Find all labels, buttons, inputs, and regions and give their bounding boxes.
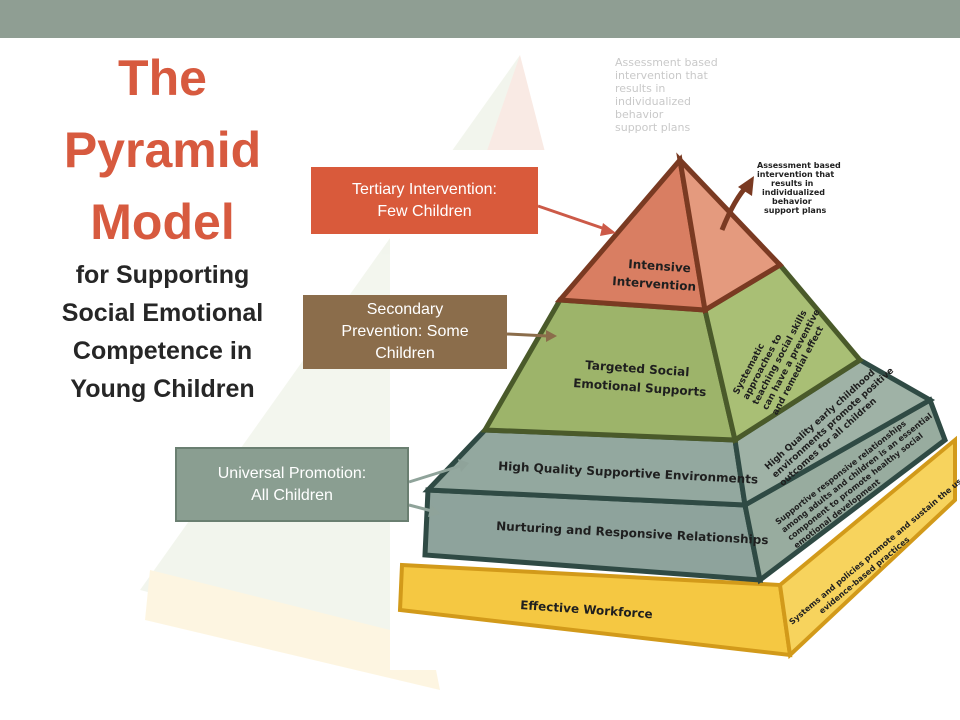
svg-text:behavior: behavior (615, 108, 664, 121)
svg-text:individualized: individualized (762, 188, 825, 197)
arrowhead-universal-lower (428, 505, 441, 517)
page-title: The Pyramid Model (20, 42, 305, 258)
title-line-1: The (118, 50, 207, 106)
arrowhead-universal-upper (458, 459, 469, 472)
subtitle-line-2: Social Emotional (61, 299, 264, 327)
secondary-prevention-label: Secondary Prevention: Some Children (303, 295, 507, 369)
svg-text:support plans: support plans (764, 206, 827, 215)
arrowhead-tertiary (600, 223, 616, 236)
arrow-universal-upper (408, 464, 461, 484)
arrow-tertiary (537, 204, 609, 232)
page-subtitle: for Supporting Social Emotional Competen… (20, 256, 305, 408)
title-line-3: Model (90, 194, 235, 250)
tertiary-label-line-1: Tertiary Intervention: (352, 180, 497, 198)
svg-text:intervention that: intervention that (615, 69, 708, 82)
apex-arrowhead (738, 176, 754, 196)
svg-text:Assessment based: Assessment based (615, 56, 718, 69)
arrow-universal-lower (408, 503, 433, 513)
tertiary-intervention-label: Tertiary Intervention: Few Children (311, 167, 538, 234)
tertiary-label-line-2: Few Children (377, 202, 472, 220)
subtitle-line-4: Young Children (70, 375, 255, 403)
arrowhead-secondary (546, 330, 557, 342)
svg-text:individualized: individualized (615, 95, 691, 108)
svg-text:results in: results in (615, 82, 665, 95)
top-banner (0, 0, 960, 38)
universal-label-line-1: Universal Promotion: (217, 464, 367, 482)
secondary-label-line-3: Children (375, 345, 435, 362)
subtitle-line-1: for Supporting (75, 261, 250, 289)
secondary-label-line-1: Secondary (366, 301, 444, 318)
base-side (777, 435, 957, 660)
svg-text:results in: results in (771, 179, 814, 188)
svg-text:Assessment based: Assessment based (757, 161, 841, 170)
apex-note: Assessment based intervention that resul… (757, 161, 841, 215)
universal-promotion-label: Universal Promotion: All Children (175, 447, 409, 522)
universal-label-line-2: All Children (251, 486, 333, 504)
secondary-label-line-2: Prevention: Some (341, 323, 469, 340)
title-line-2: Pyramid (63, 122, 262, 178)
tier-intensive-line2: Intervention (612, 274, 697, 294)
subtitle-line-3: Competence in (72, 337, 253, 365)
svg-text:support plans: support plans (615, 121, 690, 134)
ghost-apex-note: Assessment based intervention that resul… (615, 56, 718, 134)
arrow-secondary (506, 332, 549, 338)
svg-text:intervention that: intervention that (757, 170, 834, 179)
tier-intensive-line1: Intensive (628, 257, 691, 275)
callout-arrows (408, 204, 616, 517)
svg-text:behavior: behavior (772, 197, 812, 206)
